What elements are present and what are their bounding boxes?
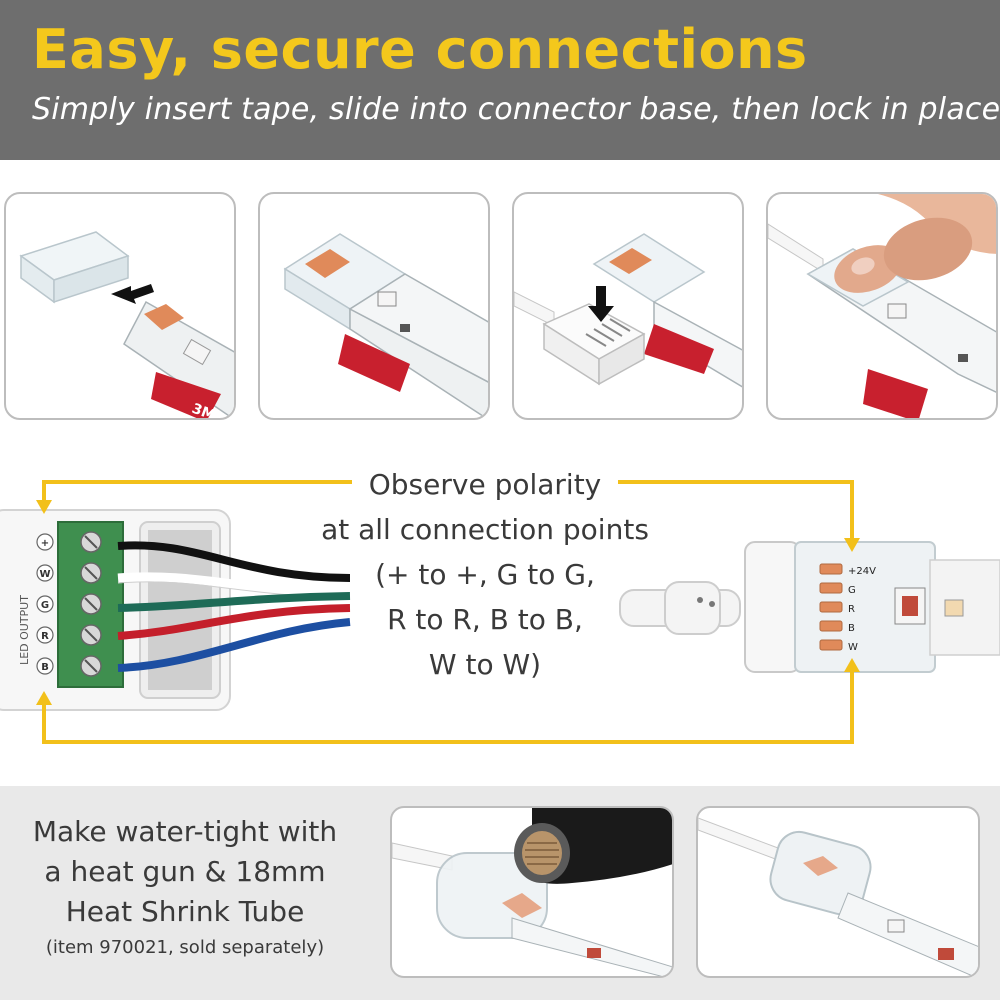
pin-label: G	[848, 585, 856, 596]
terminal-label: R	[41, 631, 49, 642]
pin-label: W	[848, 642, 858, 653]
pin-label: B	[848, 623, 855, 634]
polarity-instructions: Observe polarity at all connection point…	[300, 462, 670, 687]
step-4-illustration	[768, 194, 996, 418]
wire-black	[117, 541, 351, 582]
finished-connection-illustration	[698, 817, 978, 976]
insert-arrow-icon	[111, 284, 154, 304]
arrowhead-icons	[36, 500, 860, 705]
wire-red	[117, 604, 351, 640]
step-panel-2	[258, 192, 490, 420]
polarity-line: at all connection points	[321, 513, 649, 546]
page-subtitle: Simply insert tape, slide into connector…	[32, 92, 1000, 127]
polarity-line: W to W)	[428, 648, 542, 681]
step-1-illustration: 3M	[19, 231, 234, 418]
heat-shrink-tube	[436, 852, 548, 939]
heat-shrink-line: Make water-tight with	[32, 815, 338, 848]
down-arrow-icon	[588, 286, 614, 322]
terminal-label: W	[39, 569, 50, 580]
wire-white	[117, 572, 351, 597]
wire-blue	[117, 618, 351, 672]
polarity-arrow	[42, 480, 854, 744]
polarity-line: (+ to +, G to G,	[375, 558, 595, 591]
step-3-illustration	[514, 233, 742, 388]
pin-label: R	[848, 604, 855, 615]
polarity-line: R to R, B to B,	[387, 603, 583, 636]
polarity-line: Observe polarity	[368, 468, 602, 501]
pin-label: +24V	[848, 566, 876, 577]
connector-pin	[819, 582, 843, 594]
item-note: (item 970021, sold separately)	[45, 937, 325, 958]
heat-gun-panel	[390, 806, 674, 978]
header-banner: Easy, secure connections Simply insert t…	[0, 0, 1000, 160]
heat-gun-illustration	[392, 808, 672, 976]
heat-shrink-line: a heat gun & 18mm	[44, 855, 326, 888]
step-2-illustration	[283, 233, 488, 418]
finished-connection-panel	[696, 806, 980, 978]
terminal-label: G	[41, 600, 49, 611]
step-panel-1: 3M	[4, 192, 236, 420]
led-output-label: LED OUTPUT	[18, 595, 31, 665]
wire-green	[117, 592, 351, 612]
step-panel-4	[766, 192, 998, 420]
step-panel-3	[512, 192, 744, 420]
terminal-label: +	[41, 538, 49, 549]
connector-pin	[819, 620, 843, 632]
page-title: Easy, secure connections	[32, 18, 808, 81]
connector-pin	[819, 563, 843, 575]
terminal-label: B	[41, 662, 49, 673]
connector-pin	[819, 639, 843, 651]
heat-shrink-instructions: Make water-tight with a heat gun & 18mm …	[0, 812, 370, 964]
connector-pin	[819, 601, 843, 613]
heat-shrink-line: Heat Shrink Tube	[65, 895, 305, 928]
